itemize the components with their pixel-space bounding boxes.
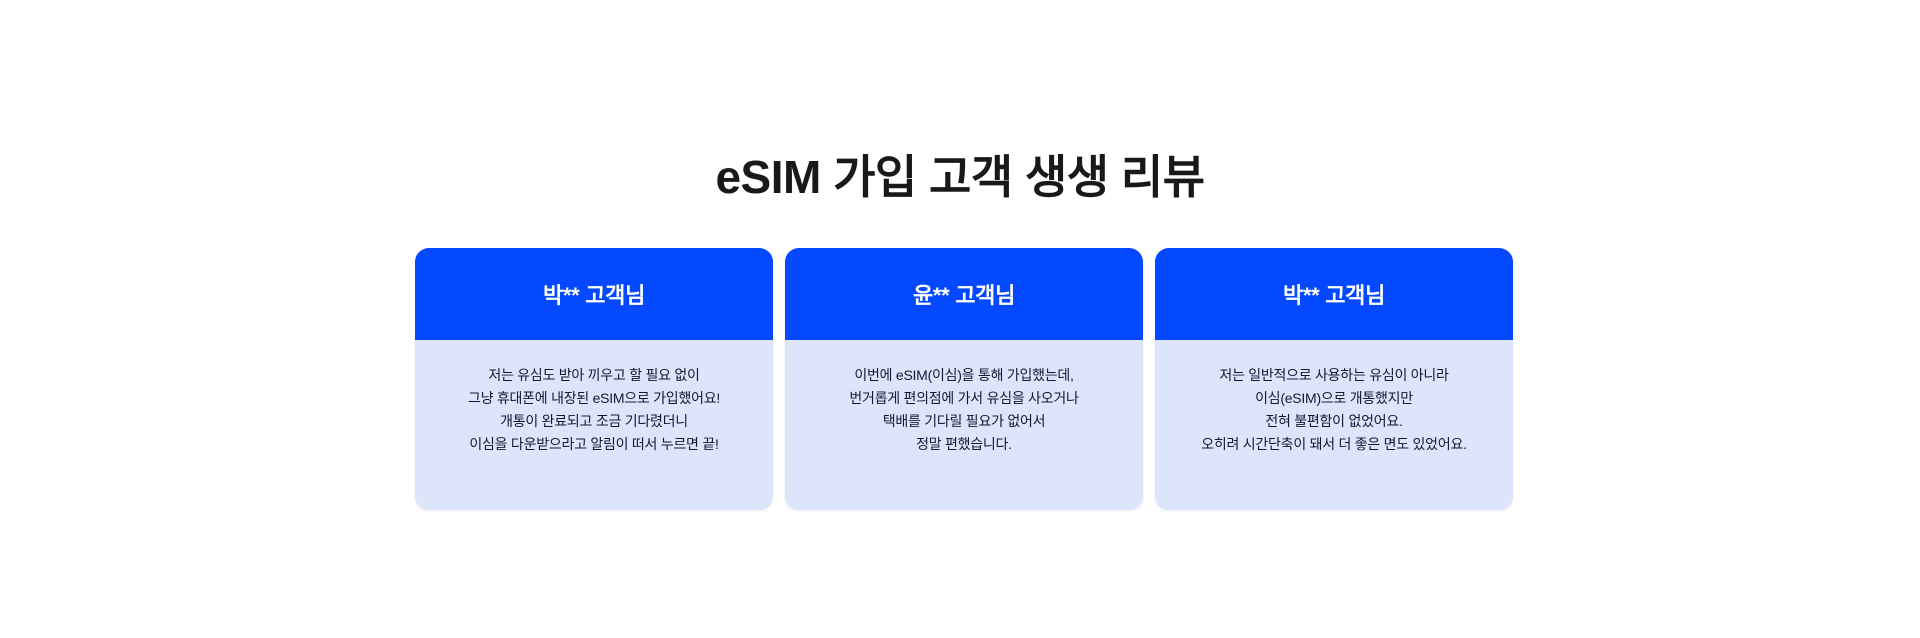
review-text-line: 저는 일반적으로 사용하는 유심이 아니라 <box>1219 367 1449 383</box>
review-text-line: 개통이 완료되고 조금 기다렸더니 <box>500 413 688 429</box>
review-card-header: 박** 고객님 <box>415 248 773 340</box>
review-card-header: 윤** 고객님 <box>785 248 1143 340</box>
review-text-line: 이심(eSIM)으로 개통했지만 <box>1255 390 1413 406</box>
reviewer-name: 윤** 고객님 <box>912 283 1016 308</box>
review-card-body: 이번에 eSIM(이심)을 통해 가입했는데, 번거롭게 편의점에 가서 유심을… <box>785 340 1143 510</box>
review-text-line: 번거롭게 편의점에 가서 유심을 사오거나 <box>849 390 1079 406</box>
review-text-line: 정말 편했습니다. <box>916 436 1012 452</box>
review-text-line: 저는 유심도 받아 끼우고 할 필요 없이 <box>488 367 700 383</box>
review-text-line: 택배를 기다릴 필요가 없어서 <box>882 413 1046 429</box>
review-text-line: 그냥 휴대폰에 내장된 eSIM으로 가입했어요! <box>468 390 720 406</box>
review-text-line: 이심을 다운받으라고 알림이 떠서 누르면 끝! <box>469 436 719 452</box>
review-card-body: 저는 유심도 받아 끼우고 할 필요 없이 그냥 휴대폰에 내장된 eSIM으로… <box>415 340 773 510</box>
review-text-line: 이번에 eSIM(이심)을 통해 가입했는데, <box>854 367 1074 383</box>
review-text-line: 전혀 불편함이 없었어요. <box>1265 413 1403 429</box>
review-card: 박** 고객님 저는 일반적으로 사용하는 유심이 아니라 이심(eSIM)으로… <box>1155 248 1513 510</box>
page-title: eSIM 가입 고객 생생 리뷰 <box>715 151 1205 204</box>
reviewer-name: 박** 고객님 <box>1282 283 1386 308</box>
review-card-list: 박** 고객님 저는 유심도 받아 끼우고 할 필요 없이 그냥 휴대폰에 내장… <box>415 248 1513 510</box>
reviewer-name: 박** 고객님 <box>542 283 646 308</box>
review-card: 박** 고객님 저는 유심도 받아 끼우고 할 필요 없이 그냥 휴대폰에 내장… <box>415 248 773 510</box>
review-card-body: 저는 일반적으로 사용하는 유심이 아니라 이심(eSIM)으로 개통했지만 전… <box>1155 340 1513 510</box>
review-text-line: 오히려 시간단축이 돼서 더 좋은 면도 있었어요. <box>1201 436 1467 452</box>
review-card: 윤** 고객님 이번에 eSIM(이심)을 통해 가입했는데, 번거롭게 편의점… <box>785 248 1143 510</box>
review-card-header: 박** 고객님 <box>1155 248 1513 340</box>
